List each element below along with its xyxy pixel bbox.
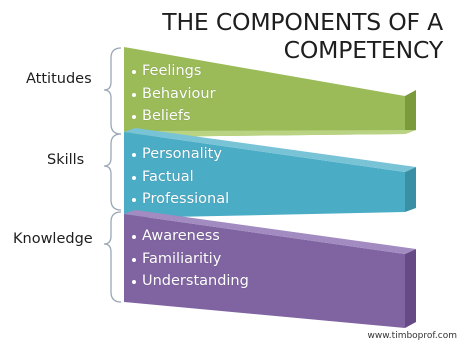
list-item: Factual xyxy=(132,166,229,189)
skills-block-front xyxy=(124,132,405,218)
knowledge-label: Knowledge xyxy=(13,231,93,247)
knowledge-block xyxy=(124,210,416,328)
list-item: Professional xyxy=(132,188,229,211)
list-item: Feelings xyxy=(132,60,216,83)
list-item: Behaviour xyxy=(132,83,216,106)
attitudes-brace xyxy=(103,47,122,135)
attitudes-label: Attitudes xyxy=(26,71,92,87)
attitudes-block-bottom xyxy=(124,130,416,137)
knowledge-brace xyxy=(103,211,122,303)
title-line-2: COMPETENCY xyxy=(283,36,444,64)
diagram-title: THE COMPONENTS OF A COMPETENCY xyxy=(143,8,443,64)
credit-text: www.timboprof.com xyxy=(367,331,457,341)
knowledge-items: Awareness Familiaritiy Understanding xyxy=(132,225,249,293)
list-item: Awareness xyxy=(132,225,249,248)
skills-block xyxy=(124,128,416,218)
list-item: Personality xyxy=(132,143,229,166)
skills-block-top xyxy=(124,128,416,172)
attitudes-items: Feelings Behaviour Beliefs xyxy=(132,60,216,128)
list-item: Understanding xyxy=(132,270,249,293)
knowledge-block-side xyxy=(405,249,416,328)
attitudes-block-front xyxy=(124,47,405,137)
skills-brace xyxy=(103,133,122,211)
skills-block-side xyxy=(405,167,416,212)
attitudes-block-side xyxy=(405,90,416,134)
title-line-1: THE COMPONENTS OF A xyxy=(162,8,443,36)
attitudes-block xyxy=(124,47,416,137)
list-item: Familiaritiy xyxy=(132,248,249,271)
skills-items: Personality Factual Professional xyxy=(132,143,229,211)
list-item: Beliefs xyxy=(132,105,216,128)
skills-label: Skills xyxy=(47,152,85,168)
knowledge-block-front xyxy=(124,214,405,328)
knowledge-block-top xyxy=(124,210,416,254)
